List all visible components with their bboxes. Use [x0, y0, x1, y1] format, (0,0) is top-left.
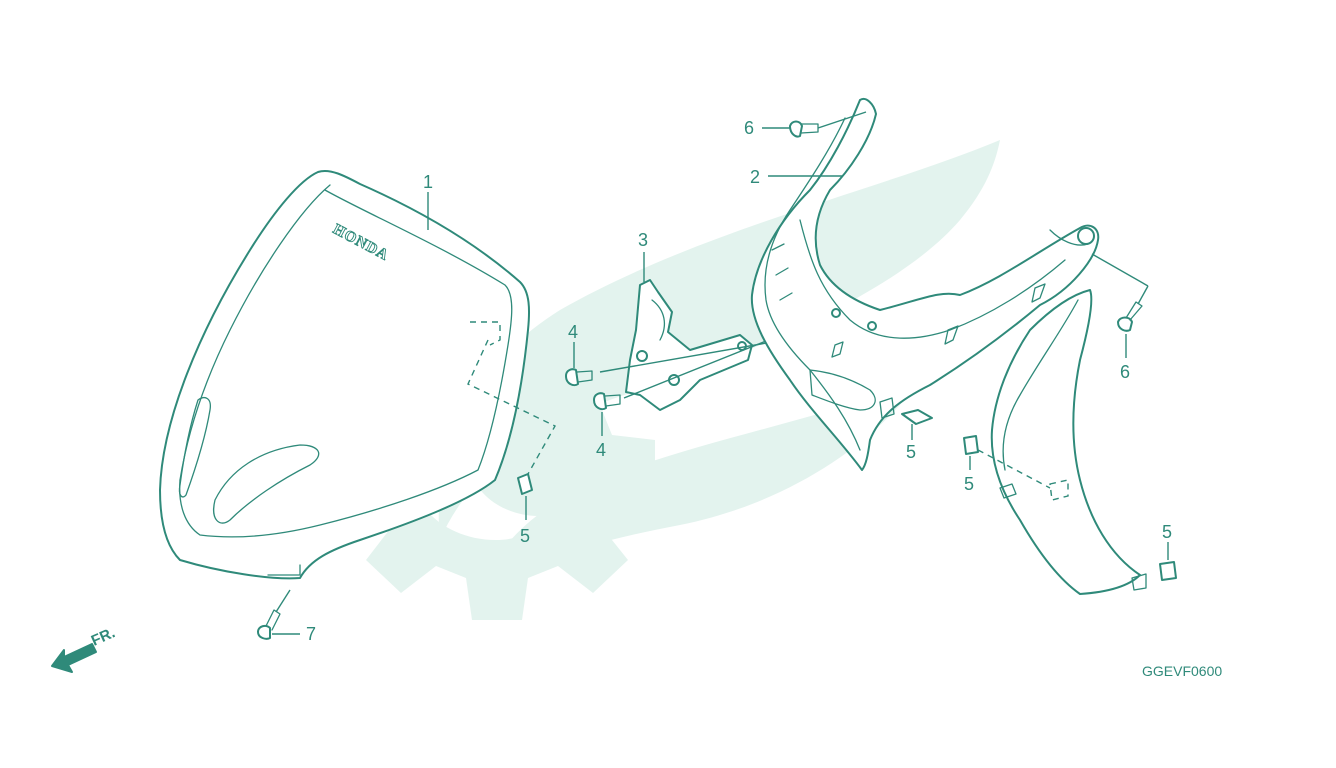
clip-right-upper-body [963, 435, 979, 455]
inner-cover-boss [1077, 227, 1095, 245]
hidden-line-clip-left [467, 339, 556, 475]
inner-cover-inner-edge [764, 117, 861, 451]
part-3-bracket [625, 279, 753, 411]
screw-6-right-shank [1125, 301, 1143, 321]
side-cover-outline [990, 289, 1141, 595]
clip-right-lower-body [1159, 561, 1177, 581]
screw-6-upper-head [789, 120, 803, 138]
part-1-front-cover: HONDA [159, 170, 530, 580]
screw-lower-shank [604, 394, 621, 407]
screw-6-upper-shank [800, 123, 819, 134]
front-cover-hidden-slot [470, 321, 501, 346]
side-cover-lip [999, 483, 1017, 499]
assembly-line-6-right-b [1137, 285, 1149, 305]
callout-2: 2 [750, 167, 760, 187]
part-5-clip-right-upper [963, 435, 979, 455]
screw-upper-head [565, 368, 579, 387]
callout-6-upper: 6 [744, 118, 754, 138]
hidden-line-clip-right [977, 449, 1051, 489]
part-5-clip-left [517, 473, 533, 495]
inner-cover-slot-a [1031, 283, 1046, 303]
callout-4-upper: 4 [568, 322, 578, 342]
screw-upper-shank [576, 370, 593, 383]
figure-code: GGEVF0600 [1142, 663, 1222, 679]
front-arrow: FR. [51, 624, 118, 673]
part-4-screw-lower [593, 392, 621, 411]
callout-1: 1 [423, 172, 433, 192]
part-6-screw-upper [789, 120, 819, 138]
screw-7-head [257, 624, 271, 640]
callout-5-left: 5 [520, 526, 530, 546]
inner-cover-hole-b [831, 308, 841, 318]
callout-3: 3 [638, 230, 648, 250]
side-cover-right [990, 289, 1147, 595]
callout-7: 7 [306, 624, 316, 644]
front-cover-light-opening [213, 444, 320, 524]
side-cover-bottom-tab [1131, 573, 1147, 591]
callout-4-lower: 4 [596, 440, 606, 460]
callout-5-right-upper: 5 [964, 474, 974, 494]
side-cover-inner-ridge [1002, 299, 1079, 471]
part-7-screw [257, 609, 281, 640]
inner-cover-outline [750, 98, 1100, 471]
assembly-line-7 [275, 589, 291, 613]
callout-6-right: 6 [1120, 362, 1130, 382]
front-arrow-icon [51, 643, 97, 673]
inner-cover-hole-a [867, 321, 877, 331]
front-cover-side-slot [178, 397, 211, 498]
inner-cover-lower-pocket [809, 369, 876, 411]
part-4-screw-upper [565, 368, 593, 387]
assembly-line-6-right [1091, 253, 1149, 287]
part-5-clip-center [901, 409, 933, 425]
part-6-screw-right [1117, 301, 1143, 332]
screw-7-shank [265, 609, 281, 631]
inner-cover-center-ridge [799, 219, 1066, 339]
inner-cover-ribs [771, 243, 793, 301]
inner-cover-tab [879, 397, 895, 419]
bracket-hole-upper [636, 350, 648, 362]
screw-6-right-head [1117, 316, 1133, 332]
bracket-fold [651, 299, 666, 341]
inner-cover-slot-b [944, 325, 959, 345]
front-cover-bottom-tab [267, 564, 301, 576]
clip-center-body [901, 409, 933, 425]
bracket-hole-arm [737, 341, 747, 351]
front-cover-upper-edge [179, 184, 331, 481]
assembly-line-6-upper [817, 111, 867, 129]
part-5-clip-right-lower [1159, 561, 1177, 581]
inner-cover-slot-c [831, 341, 844, 358]
screw-lower-head [593, 392, 607, 411]
clip-left-body [517, 473, 533, 495]
part-2-inner-cover [750, 98, 1100, 471]
front-indicator-label: FR. [89, 624, 118, 649]
bracket-outline [625, 279, 753, 411]
callout-5-center: 5 [906, 442, 916, 462]
side-cover-hidden-clip [1049, 479, 1069, 501]
front-cover-inner-rim [179, 189, 513, 538]
callout-5-right-lower: 5 [1162, 522, 1172, 542]
front-cover-outline [159, 170, 530, 580]
watermark-leaf [438, 140, 1000, 540]
